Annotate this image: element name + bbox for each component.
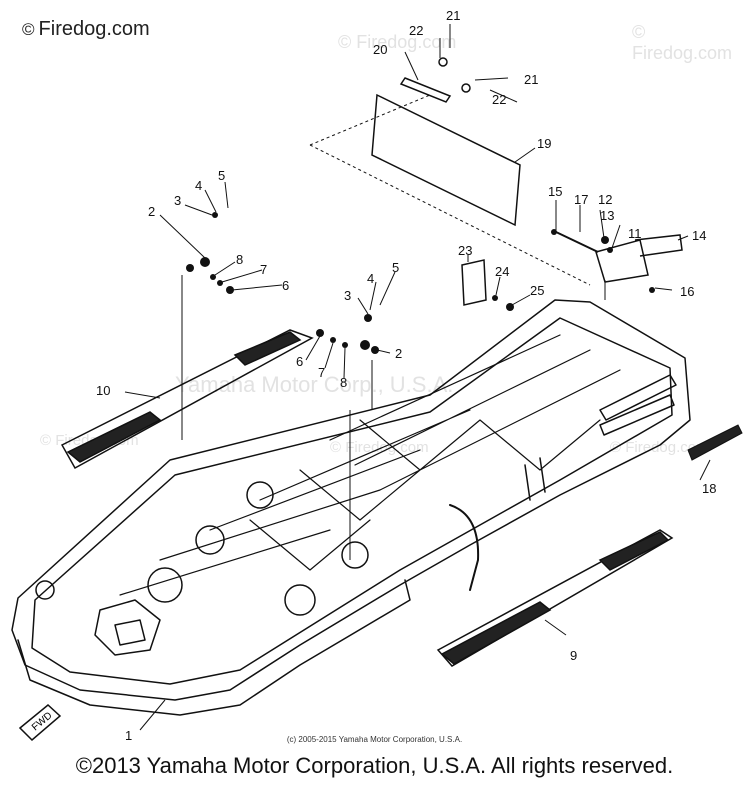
callout-3-left: 3 [174, 193, 181, 208]
engine-mount [94, 599, 161, 656]
chassis-inner-rim [31, 317, 673, 685]
callout-15: 15 [548, 184, 562, 199]
callout-12: 12 [598, 192, 612, 207]
callout-16: 16 [680, 284, 694, 299]
footboard-10 [60, 329, 314, 470]
callout-25: 25 [530, 283, 544, 298]
small-copyright: (c) 2005-2015 Yamaha Motor Corporation, … [286, 735, 463, 744]
footer-copyright: ©2013 Yamaha Motor Corporation, U.S.A. A… [75, 753, 674, 778]
hinge-assembly [555, 231, 683, 283]
callout-10: 10 [96, 383, 110, 398]
fwd-label: FWD [30, 710, 55, 733]
frame-lattice [119, 334, 621, 596]
bracket-20 [399, 57, 471, 103]
copyright-symbol: © [22, 20, 35, 39]
hub-2 [195, 525, 225, 555]
callout-7-center: 7 [318, 365, 325, 380]
callout-22-top: 22 [409, 23, 423, 38]
callout-5-left: 5 [218, 168, 225, 183]
callout-3-center: 3 [344, 288, 351, 303]
callout-23: 23 [458, 243, 472, 258]
hub-4 [284, 584, 316, 616]
hardware-center [316, 314, 379, 354]
leader-lines [124, 24, 711, 731]
callout-20: 20 [373, 42, 387, 57]
callout-4-left: 4 [195, 178, 202, 193]
hub-5 [341, 541, 369, 569]
footboard-9 [436, 529, 674, 667]
side-slots [524, 374, 677, 501]
callout-7-left: 7 [260, 262, 267, 277]
panel-19 [309, 93, 591, 286]
callout-21-right: 21 [524, 72, 538, 87]
callout-19: 19 [537, 136, 551, 151]
callout-21-top: 21 [446, 8, 460, 23]
callout-13: 13 [600, 208, 614, 223]
chassis-front-skirt [17, 579, 411, 716]
callout-17: 17 [574, 192, 588, 207]
frame-tube [449, 504, 480, 591]
hub-1 [147, 567, 183, 603]
callout-24: 24 [495, 264, 509, 279]
callout-11: 11 [628, 226, 642, 241]
callout-5-center: 5 [392, 260, 399, 275]
callout-numbers: 1 2 2 3 3 4 4 5 5 6 6 7 7 8 8 9 10 11 12… [96, 8, 716, 743]
firedog-brand-text: Firedog.com [38, 18, 150, 40]
callout-2-left: 2 [148, 204, 155, 219]
callout-6-center: 6 [296, 354, 303, 369]
watermark-top-right: © Firedog.com [632, 22, 733, 63]
callout-6-left: 6 [282, 278, 289, 293]
hub-3 [246, 481, 274, 509]
callout-1: 1 [125, 728, 132, 743]
callout-8-left: 8 [236, 252, 243, 267]
grille-18 [687, 424, 743, 461]
callout-14: 14 [692, 228, 706, 243]
hub-6 [35, 580, 55, 600]
watermark-top-center: © Firedog.com [338, 32, 457, 52]
callout-18: 18 [702, 481, 716, 496]
callout-2-center: 2 [395, 346, 402, 361]
watermark-mid: © Firedog.com [330, 439, 429, 456]
callout-8-center: 8 [340, 375, 347, 390]
hardware-left [186, 212, 234, 294]
watermark-center: Yamaha Motor Corp., U.S.A. [175, 372, 453, 397]
plate-23 [461, 259, 487, 306]
callout-22-right: 22 [492, 92, 506, 107]
callout-9: 9 [570, 648, 577, 663]
firedog-brand: ©Firedog.com [22, 18, 150, 41]
chassis-outline [11, 299, 691, 701]
callout-4-center: 4 [367, 271, 374, 286]
